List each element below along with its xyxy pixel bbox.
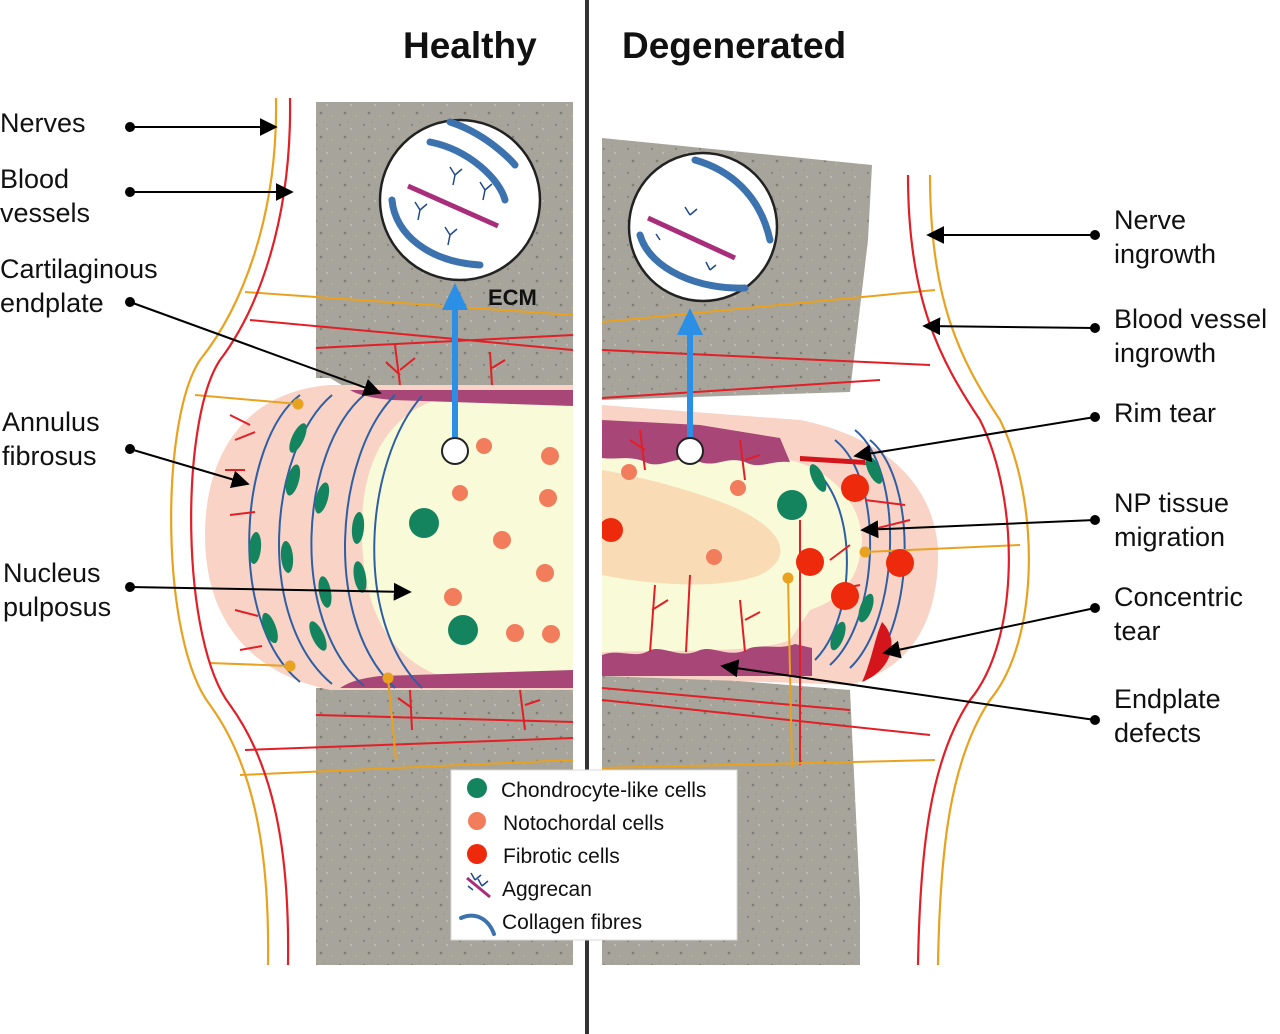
label-annulus-1: Annulus	[2, 407, 100, 437]
healthy-lamellae	[248, 394, 423, 689]
label-nerves: Nerves	[0, 108, 86, 138]
label-nerve-ingrowth-1: Nerve	[1114, 205, 1186, 235]
heading-degenerated: Degenerated	[622, 25, 846, 66]
right-leaders	[720, 226, 1096, 721]
degenerated-outer-nerve	[928, 174, 1030, 966]
label-blood-vessels-1: Blood	[0, 164, 69, 194]
legend-collagen-label: Collagen fibres	[502, 911, 642, 934]
legend-aggrecan-icon	[466, 872, 491, 899]
healthy-ecm-arrow	[442, 283, 468, 437]
label-concentric-2: tear	[1114, 616, 1161, 646]
degenerated-np-migration	[602, 470, 781, 585]
legend-chondrocyte-label: Chondrocyte-like cells	[501, 779, 706, 802]
healthy-ecm-inset	[378, 118, 542, 282]
healthy-nucleus	[361, 398, 573, 676]
legend-notochordal-swatch	[468, 812, 486, 830]
label-annulus-2: fibrosus	[2, 441, 97, 471]
left-leader-dots	[125, 122, 135, 592]
heading-healthy: Healthy	[403, 25, 537, 66]
healthy-upper-endplate	[350, 390, 573, 406]
label-blood-vessels-2: vessels	[0, 198, 90, 228]
degenerated-ecm-point	[676, 437, 704, 465]
degenerated-nerves-inner	[602, 289, 1021, 769]
label-nerve-ingrowth-2: ingrowth	[1114, 239, 1216, 269]
left-labels: Nerves Blood vessels Cartilaginous endpl…	[0, 108, 158, 622]
healthy-nucleus-cells	[409, 438, 560, 645]
label-np-migration-2: migration	[1114, 522, 1225, 552]
label-nucleus-2: pulposus	[3, 592, 111, 622]
label-cartilaginous-2: endplate	[0, 288, 104, 318]
degenerated-lower-endplate	[602, 644, 812, 676]
healthy-nerves-inner	[194, 291, 573, 776]
label-endplate-defects-2: defects	[1114, 718, 1201, 748]
legend-collagen-icon	[459, 913, 496, 936]
label-endplate-defects-1: Endplate	[1114, 684, 1221, 714]
healthy-ecm-point	[441, 437, 469, 465]
degenerated-ecm-arrow	[677, 308, 703, 437]
legend-chondrocyte-swatch	[467, 778, 487, 798]
label-cartilaginous-1: Cartilaginous	[0, 254, 158, 284]
legend-fibrotic-swatch	[467, 844, 487, 864]
legend: Chondrocyte-like cells Notochordal cells…	[450, 769, 738, 941]
legend-notochordal-label: Notochordal cells	[503, 812, 664, 835]
degenerated-vessels-inner	[602, 349, 931, 765]
rim-tear-mark	[800, 456, 866, 465]
healthy-outer-vessel	[190, 97, 292, 966]
healthy-outer-nerve	[170, 97, 278, 966]
legend-aggrecan-label: Aggrecan	[502, 878, 592, 901]
concentric-tear-mark	[862, 622, 892, 682]
left-leaders	[129, 118, 412, 601]
degenerated-ecm-inset	[627, 151, 779, 303]
label-concentric-1: Concentric	[1114, 582, 1243, 612]
label-np-migration-1: NP tissue	[1114, 488, 1229, 518]
label-nucleus-1: Nucleus	[3, 558, 101, 588]
healthy-annulus-cells	[248, 423, 367, 651]
degenerated-nucleus-cells	[602, 464, 914, 610]
legend-fibrotic-label: Fibrotic cells	[503, 845, 620, 868]
label-bv-ingrowth-2: ingrowth	[1114, 338, 1216, 368]
healthy-lower-endplate	[340, 670, 573, 688]
right-labels: Nerve ingrowth Blood vessel ingrowth Rim…	[1114, 205, 1267, 748]
healthy-vessels-inner	[225, 319, 573, 751]
right-leader-dots	[1090, 230, 1100, 725]
label-rim-tear: Rim tear	[1114, 398, 1216, 428]
label-bv-ingrowth-1: Blood vessel	[1114, 304, 1267, 334]
degenerated-annulus-cells	[809, 456, 883, 651]
ecm-label: ECM	[488, 285, 537, 310]
